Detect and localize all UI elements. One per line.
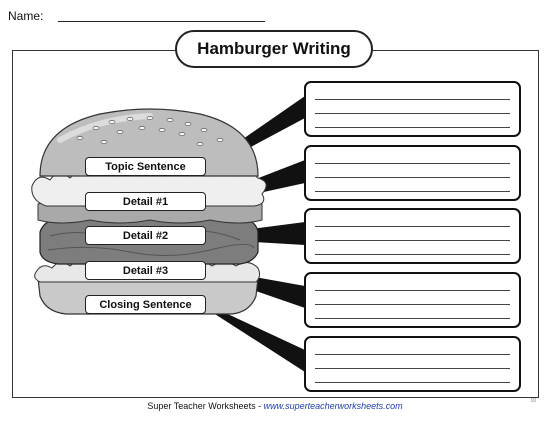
footer: Super Teacher Worksheets - www.superteac… (0, 401, 550, 411)
page-title: Hamburger Writing (175, 30, 373, 68)
name-line[interactable] (58, 21, 265, 22)
answer-box-topic[interactable] (304, 81, 521, 137)
answer-box-detail-1[interactable] (304, 145, 521, 201)
answer-box-detail-3[interactable] (304, 272, 521, 328)
footer-prefix: Super Teacher Worksheets - (147, 401, 264, 411)
label-topic-sentence: Topic Sentence (85, 157, 206, 176)
label-detail-1: Detail #1 (85, 192, 206, 211)
name-label: Name: (8, 9, 44, 23)
answer-box-detail-2[interactable] (304, 208, 521, 264)
page-number: 10 (530, 398, 536, 404)
label-closing-sentence: Closing Sentence (85, 295, 206, 314)
label-detail-2: Detail #2 (85, 226, 206, 245)
connector-closing (204, 303, 305, 372)
answer-box-closing[interactable] (304, 336, 521, 392)
footer-url-link[interactable]: www.superteacherworksheets.com (263, 401, 403, 411)
label-detail-3: Detail #3 (85, 261, 206, 280)
sesame-seeds (76, 116, 224, 146)
